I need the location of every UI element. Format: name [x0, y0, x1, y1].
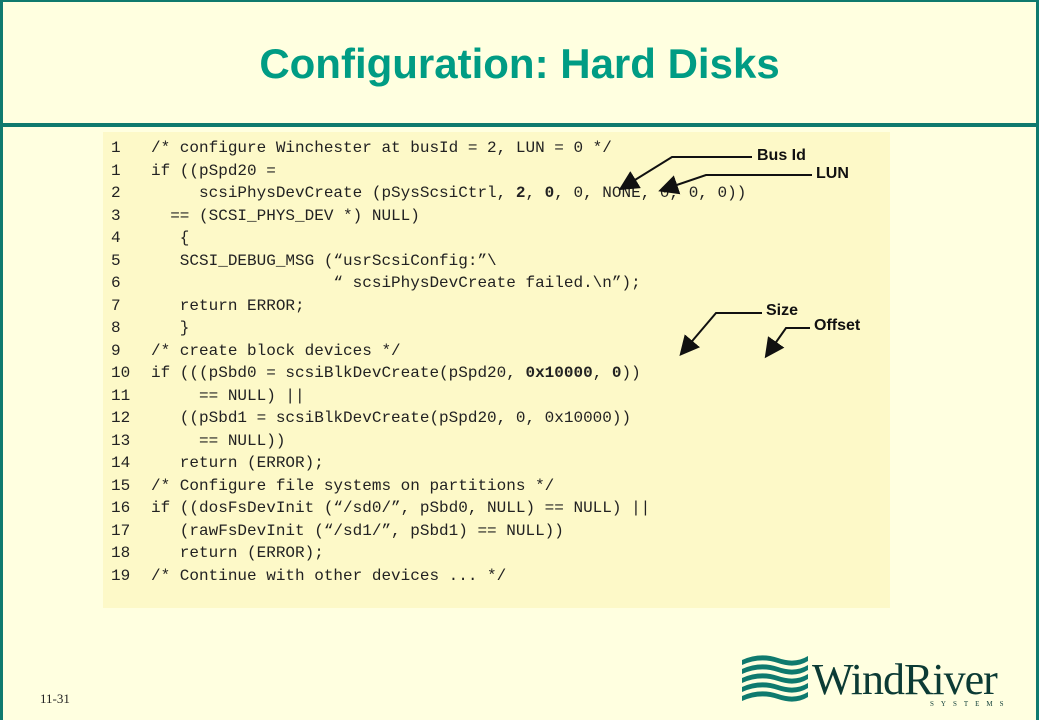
callout-bus-id: Bus Id: [757, 147, 806, 164]
code-text: /* Continue with other devices ... */: [151, 566, 507, 585]
code-text: return ERROR;: [151, 296, 305, 315]
code-line: 6 “ scsiPhysDevCreate failed.\n”);: [103, 272, 641, 294]
line-number: 9: [111, 341, 121, 360]
code-text: return (ERROR);: [151, 454, 324, 472]
code-text: ((pSbd1 = scsiBlkDevCreate(pSpd20, 0, 0x…: [151, 409, 632, 427]
logo-subtext: SYSTEMS: [930, 700, 1011, 708]
callout-lun: LUN: [816, 165, 849, 182]
windriver-logo: WindRiver SYSTEMS: [740, 652, 1030, 712]
code-text: == NULL)): [151, 431, 286, 450]
slide-title: Configuration: Hard Disks: [259, 40, 780, 87]
code-line: 11 == NULL) ||: [103, 385, 305, 407]
code-fragment: if (((pSbd0 = scsiBlkDevCreate(pSpd20,: [151, 364, 526, 382]
code-line: 4 {: [103, 227, 189, 249]
code-text: if ((pSpd20 =: [151, 161, 276, 180]
logo-text: WindRiver: [812, 655, 998, 704]
code-text: {: [151, 229, 190, 247]
line-number: 1: [111, 139, 121, 157]
line-number: 18: [111, 544, 131, 562]
line-number: 16: [111, 499, 131, 517]
line-number: 6: [111, 274, 121, 292]
line-number: 17: [111, 521, 131, 540]
code-line: 19 /* Continue with other devices ... */: [103, 565, 506, 587]
code-line: 18 return (ERROR);: [103, 542, 324, 564]
code-line: 15 /* Configure file systems on partition…: [103, 475, 554, 497]
code-line: 12 ((pSbd1 = scsiBlkDevCreate(pSpd20, 0,…: [103, 407, 631, 429]
code-fragment: )): [621, 364, 641, 382]
code-fragment: ,: [525, 184, 545, 202]
line-number: 5: [111, 251, 121, 270]
highlighted-argument: 0x10000: [525, 364, 593, 382]
code-line: 10 if (((pSbd0 = scsiBlkDevCreate(pSpd20,…: [103, 362, 641, 384]
code-line: 3 == (SCSI_PHYS_DEV *) NULL): [103, 205, 420, 227]
line-number: 13: [111, 431, 131, 450]
code-text: if ((dosFsDevInit (“/sd0/”, pSbd0, NULL)…: [151, 499, 651, 517]
code-line: 5 SCSI_DEBUG_MSG (“usrScsiConfig:”\: [103, 250, 497, 272]
line-number: 15: [111, 476, 131, 495]
code-line: 8 }: [103, 317, 189, 339]
code-text: == NULL) ||: [151, 386, 305, 405]
code-fragment: scsiPhysDevCreate (pSysScsiCtrl,: [151, 184, 516, 202]
code-text: }: [151, 319, 190, 337]
line-number: 3: [111, 206, 121, 225]
code-text: SCSI_DEBUG_MSG (“usrScsiConfig:”\: [151, 251, 497, 270]
line-number: 1: [111, 161, 121, 180]
code-text: /* configure Winchester at busId = 2, LU…: [151, 139, 612, 157]
code-line: 17 (rawFsDevInit (“/sd1/”, pSbd1) == NUL…: [103, 520, 564, 542]
code-text: return (ERROR);: [151, 544, 324, 562]
code-fragment: , 0, NONE, 0, 0, 0)): [554, 184, 747, 202]
callout-size: Size: [766, 302, 799, 319]
line-number: 10: [111, 364, 131, 382]
line-number: 14: [111, 454, 131, 472]
code-line: 1 /* configure Winchester at busId = 2, L…: [103, 137, 612, 159]
slide-number: 11-31: [40, 691, 70, 706]
code-line: 14 return (ERROR);: [103, 452, 324, 474]
code-text: (rawFsDevInit (“/sd1/”, pSbd1) == NULL)): [151, 521, 564, 540]
code-text: if (((pSbd0 = scsiBlkDevCreate(pSpd20, 0…: [151, 364, 641, 382]
line-number: 11: [111, 386, 131, 405]
title-bar: Configuration: Hard Disks: [3, 2, 1036, 127]
code-line: 7 return ERROR;: [103, 295, 305, 317]
line-number: 19: [111, 566, 131, 585]
code-panel: 1 /* configure Winchester at busId = 2, L…: [103, 132, 890, 608]
code-text: “ scsiPhysDevCreate failed.\n”);: [151, 274, 641, 292]
wave-stack-icon: [742, 655, 808, 702]
code-line: 9 /* create block devices */: [103, 340, 401, 362]
code-fragment: ,: [592, 364, 612, 382]
highlighted-argument: 0: [544, 184, 555, 202]
code-text: scsiPhysDevCreate (pSysScsiCtrl, 2, 0, 0…: [151, 184, 746, 202]
callout-offset: Offset: [814, 317, 861, 334]
line-number: 12: [111, 409, 131, 427]
code-line: 1 if ((pSpd20 =: [103, 160, 276, 182]
highlighted-argument: 0: [611, 364, 622, 382]
highlighted-argument: 2: [515, 184, 526, 202]
code-text: == (SCSI_PHYS_DEV *) NULL): [151, 206, 420, 225]
line-number: 7: [111, 296, 121, 315]
code-line: 2 scsiPhysDevCreate (pSysScsiCtrl, 2, 0,…: [103, 182, 746, 204]
line-number: 2: [111, 184, 121, 202]
code-text: /* create block devices */: [151, 341, 401, 360]
line-number: 8: [111, 319, 121, 337]
code-line: 13 == NULL)): [103, 430, 285, 452]
line-number: 4: [111, 229, 121, 247]
code-line: 16 if ((dosFsDevInit (“/sd0/”, pSbd0, NUL…: [103, 497, 650, 519]
code-text: /* Configure file systems on partitions …: [151, 476, 555, 495]
